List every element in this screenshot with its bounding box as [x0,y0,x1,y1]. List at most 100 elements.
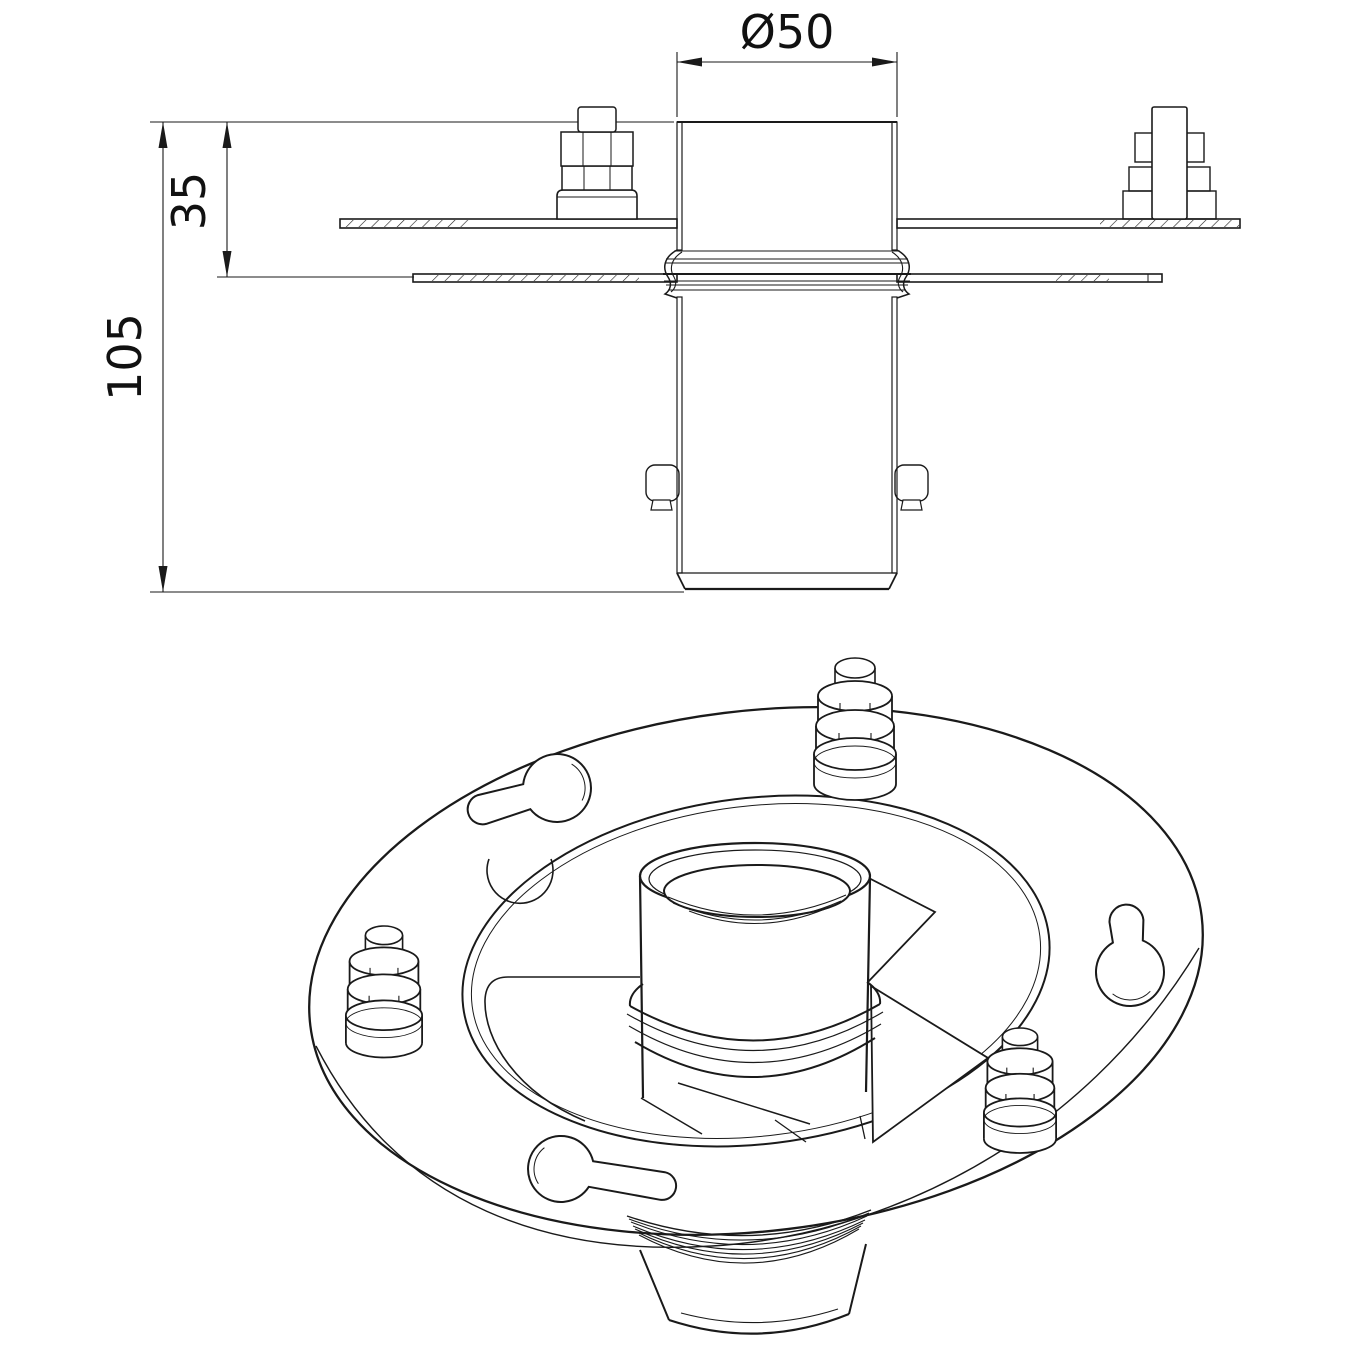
iso-bolt-left [344,925,424,1059]
plate-hatch [341,220,472,227]
threaded-outlet [626,1209,872,1264]
dimension-diameter: Ø50 [676,5,898,117]
bolt-shaft-mask [1152,107,1187,219]
plate-keyhole-partial [486,858,554,905]
tail-bottom [668,1312,850,1335]
bead-right-outer [896,249,911,299]
center-pipe [638,841,872,1099]
bolt-part-bottom [983,1138,1057,1154]
bolt-part-bottom [345,1043,423,1059]
keyhole-slot-bottom-left [527,1134,678,1203]
bead-right-inner [891,251,904,293]
washer-line [983,1104,1057,1135]
thread-line [626,1209,872,1237]
right-knurled-screw [894,464,929,511]
right-clamp-bolt-sectioned [1122,106,1217,220]
dimension-upper-height: 35 [162,122,414,278]
bolt-nut-upper [560,131,634,167]
upper-height-label: 35 [162,172,216,231]
extension-lines [676,52,898,117]
keyhole-thickness [571,763,586,801]
bolt-washer [556,189,638,220]
iso-bolt-top [813,657,897,801]
pipe-chamfers [676,572,898,590]
left-clamp-bolt [556,106,638,220]
knob-tab [650,499,673,511]
keyhole-outline [1095,903,1165,1007]
upper-flange-plate [339,218,1241,229]
bolt-part-top [817,680,893,712]
collar-shoulders [628,981,882,1007]
keyhole-outline [527,1134,678,1203]
left-knurled-screw [645,464,680,511]
total-height-label: 105 [98,313,152,401]
arrowhead-top [222,122,232,148]
keyhole-outline [466,753,592,826]
lower-plate-through-opening [484,858,640,1122]
plate-curved-edge [484,976,586,1122]
pipe-collar [626,981,884,1078]
arrowhead-top [158,122,168,148]
flange-ring-inner-edge [461,794,1051,1148]
arrowhead-bottom [158,566,168,592]
keyhole-slot-top-left [466,753,592,826]
bolt-part-top [834,657,876,679]
isometric-view [308,657,1204,1335]
bolt-part-top [983,1097,1057,1128]
bead-left-outer [663,249,678,299]
keyhole-slot-right [1095,903,1165,1007]
bolt-part-top [364,925,404,946]
bolt-shaft-section [1151,106,1188,220]
pipe-wall [891,296,898,574]
iso-bolt-bottom-right [983,1027,1057,1154]
bead-left-inner [670,251,683,293]
front-section-view: Ø50 105 35 [98,5,1241,593]
arrowhead-bottom [222,251,232,277]
thread-lines [628,1212,870,1264]
bolt-part-top [1001,1027,1039,1047]
drain-pipe-section [663,121,911,591]
tail-body [640,1244,866,1334]
washer-line [345,1007,423,1039]
bolt-part-top [348,946,420,977]
tail-sides [639,1243,867,1321]
pipe-wall [676,121,683,251]
bolt-part-top [344,999,424,1032]
fin-lower-right [870,984,990,1144]
plate-hatch [1100,220,1239,227]
knurled-knob [645,464,680,502]
bolt-part-sides [813,754,897,784]
bolt-part-sides [345,1015,423,1044]
tail-bottom-inner [680,1308,839,1324]
knurled-knob [894,464,929,502]
keyhole-thickness [1112,990,1151,1001]
dimension-total-height: 105 [98,121,684,593]
anchor-fins [855,870,990,1144]
lower-fin-edges-small [774,1115,866,1143]
collar-arc-bottom [634,1037,876,1078]
plate-hatch [1056,275,1109,281]
arrowhead-left [677,57,702,67]
pipe-walls [638,875,872,1099]
lower-fin-edges [640,1082,811,1135]
flange-ring-thickness [315,947,1200,1248]
diameter-label: Ø50 [740,5,835,59]
plate-hatch [431,275,639,281]
bolt-nut-lower [561,165,633,191]
bolt-part-sides [983,1112,1057,1139]
bolt-part-top [986,1047,1054,1076]
bolt-stud-end [577,106,617,133]
pipe-wall [891,121,898,251]
plate-left [412,273,678,283]
keyhole-thickness [533,1147,545,1184]
collar-arc [629,1003,881,1042]
nut-facets [582,132,612,166]
collar-arcs [626,1011,884,1064]
plate-right [896,273,1163,283]
bead-lines [664,250,910,291]
lower-flange-plate [412,273,1163,283]
knob-tab [900,499,923,511]
bolt-part-bottom [813,783,897,801]
